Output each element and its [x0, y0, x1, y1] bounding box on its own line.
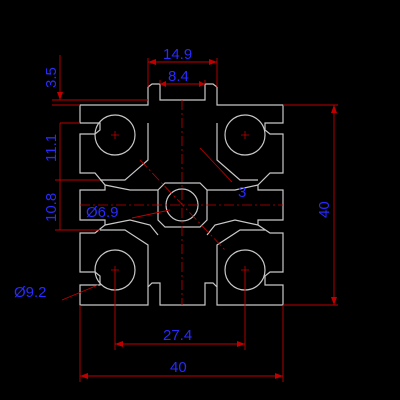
corner-hole-top-left	[94, 114, 136, 156]
corner-hole-top-right	[224, 114, 266, 156]
diagonal-centerline-a	[139, 159, 226, 251]
dim-center-offset: 10.8	[43, 193, 60, 222]
profile-outline	[79, 83, 284, 306]
dim-corner-hole: Ø9.2	[14, 284, 47, 301]
dim-overall-width: 40	[170, 359, 187, 376]
dimension-lines	[52, 55, 338, 382]
center-lines	[80, 100, 283, 305]
dim-hole-spacing: 27.4	[163, 327, 192, 344]
web-lower-right	[206, 219, 265, 287]
dim-upper-spacing: 11.1	[43, 134, 60, 162]
center-hub	[157, 182, 208, 228]
dim-center-hole: Ø6.9	[86, 204, 119, 221]
dimension-arrows	[57, 59, 337, 379]
web-upper-left	[100, 123, 158, 191]
dim-groove-depth: 3	[238, 184, 246, 201]
web-lower-left	[100, 219, 159, 287]
web-upper-right	[207, 123, 259, 191]
dim-overall-height: 40	[316, 201, 333, 218]
dim-top-outer-width: 14.9	[163, 46, 192, 63]
dim-slot-depth: 3.5	[43, 67, 60, 88]
dim-top-slot-width: 8.4	[168, 68, 189, 85]
